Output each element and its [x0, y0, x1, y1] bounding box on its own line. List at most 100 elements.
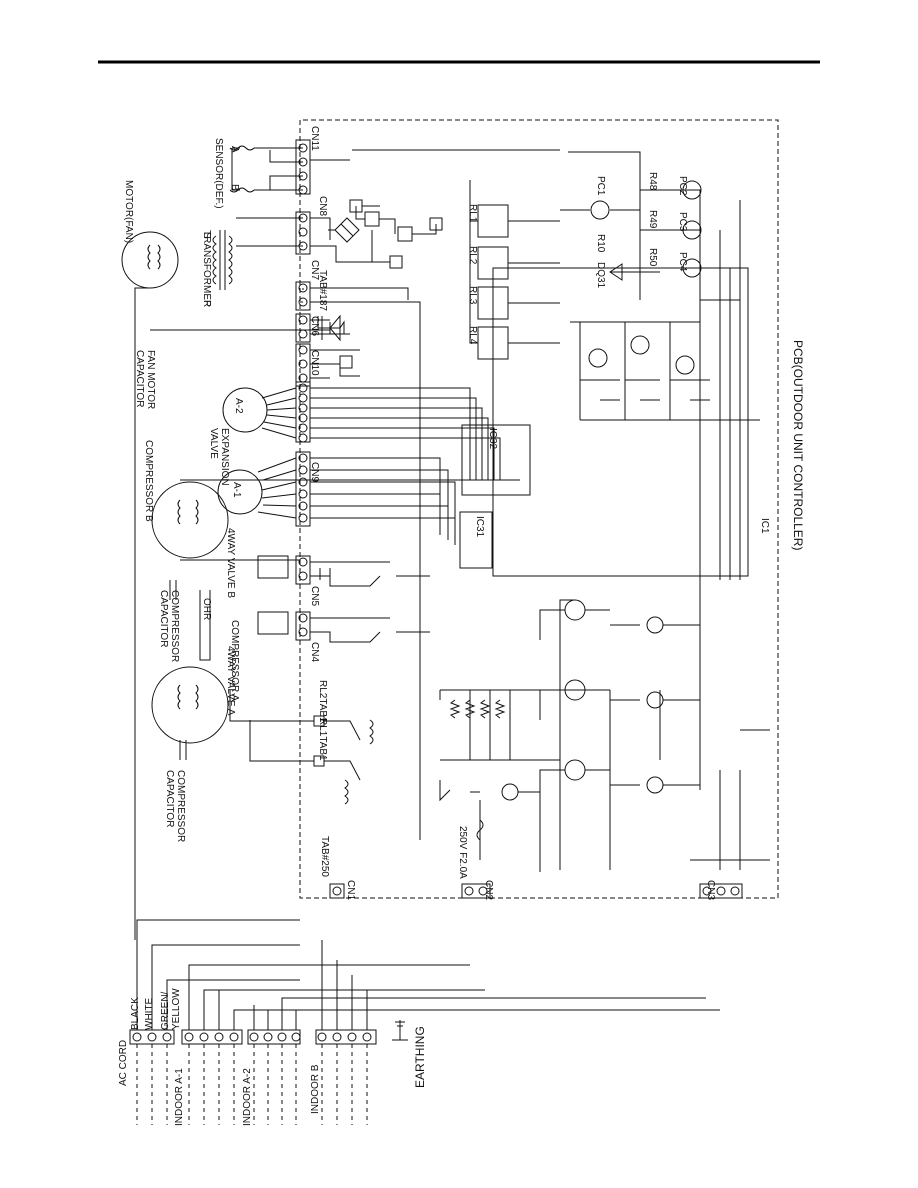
label-r10: R10 [595, 234, 606, 253]
rg1-box [364, 211, 380, 227]
a1-pin [298, 501, 308, 511]
label-compressor-b: COMPRESSOR B [143, 440, 154, 522]
cn10-block [295, 343, 311, 387]
terminal-b [315, 1029, 377, 1045]
label-ac-cord: AC CORD [118, 1040, 129, 1086]
ct2 [369, 719, 374, 745]
lower-opto-wiring [539, 599, 700, 860]
r-group [449, 699, 506, 719]
cn6-block [295, 313, 311, 343]
a2-pin [298, 393, 308, 403]
a1-pin [298, 489, 308, 499]
a2-pin [298, 413, 308, 423]
a2-wiring [310, 387, 501, 480]
cn7-pin [298, 283, 308, 293]
label-ic1: IC1 [759, 518, 770, 534]
label-tab250: TAB#250 [319, 836, 330, 877]
cn5-wiring [310, 561, 430, 587]
terminal-pin [332, 1032, 342, 1042]
a1-pin [298, 477, 308, 487]
terminal-pin [147, 1032, 157, 1042]
terminal-pin [132, 1032, 142, 1042]
label-motor-fan: MOTOR(FAN) [123, 180, 134, 243]
terminal-pin [214, 1032, 224, 1042]
valve-a2 [222, 387, 268, 433]
label-pc3-up: PC3 [677, 212, 688, 232]
a1-pin [298, 513, 308, 523]
cn2-block [461, 883, 491, 899]
terminal-pin [184, 1032, 194, 1042]
sa1 [501, 783, 519, 801]
a2-pin [298, 433, 308, 443]
terminal-pin [347, 1032, 357, 1042]
label-rl1: RL1 [467, 204, 478, 223]
cn11-wiring [254, 147, 560, 191]
main-harness [136, 919, 720, 1041]
label-expansion-valve: EXPANSIONVALVE [208, 428, 230, 486]
label-fan-motor-capacitor: FAN MOTORCAPACITOR [134, 350, 156, 409]
label-rl2: RL2 [467, 246, 478, 265]
reg-wiring [310, 205, 437, 263]
terminal-pin [249, 1032, 259, 1042]
label-cn7: CN7 [309, 260, 320, 280]
label-a1: A-1 [231, 482, 242, 498]
ze4 [319, 568, 331, 580]
ic32-box [461, 424, 531, 496]
transformer-core [212, 230, 233, 290]
compressor-a-circle [151, 666, 229, 744]
psu-network [439, 689, 770, 870]
cn3-pin [716, 886, 726, 896]
label-indoor-b: INDOOR B [310, 1064, 321, 1114]
terminal-pin [199, 1032, 209, 1042]
label-4way-a: 4WAY VALVE A [225, 646, 236, 716]
thermistor-a [229, 145, 255, 151]
cn1-pin [332, 886, 342, 896]
rl-tab-wiring [229, 690, 361, 781]
led-pc32 [646, 616, 664, 634]
compressor-b-circle [151, 481, 229, 559]
pc32-mid [630, 335, 650, 355]
cn3-pin [702, 886, 712, 896]
cn7-wiring [300, 287, 421, 840]
cn2-pin [464, 886, 474, 896]
label-pcb: PCB(OUTDOOR UNIT CONTROLLER) [791, 340, 805, 550]
cn8-wiring [236, 217, 331, 247]
led-pc31 [646, 776, 664, 794]
capacitor-a [179, 740, 187, 760]
cn1-block [329, 883, 345, 899]
label-cn5: CN5 [309, 586, 320, 606]
terminal-pin [229, 1032, 239, 1042]
cn10-pin [298, 359, 308, 369]
relay-wiring [469, 180, 560, 344]
label-r48: R48 [647, 172, 658, 191]
coil-a [257, 611, 289, 635]
cn7-pin [298, 297, 308, 307]
ze-network [439, 780, 541, 872]
label-rl2tab: RL2TAB1 [317, 680, 328, 723]
pc1-mid [339, 355, 353, 369]
led-pc33 [646, 691, 664, 709]
label-white: WHITE [144, 997, 155, 1030]
compressor-a-coils [177, 684, 199, 710]
valve-a1 [217, 469, 263, 515]
label-transformer: TRANSFORMER [201, 230, 212, 307]
label-pc4-up: PC4 [677, 252, 688, 272]
cn5-pin [298, 571, 308, 581]
coil-b [257, 555, 289, 579]
cn9-block [295, 451, 311, 527]
cn3-block [699, 883, 743, 899]
sensor-lead [231, 147, 240, 191]
terminal-pin [317, 1032, 327, 1042]
label-tab187: TAB#187 [317, 270, 328, 311]
cn8-block [295, 211, 311, 255]
label-earthing: EARTHING [413, 1026, 427, 1088]
cn10-wiring [310, 349, 360, 379]
ic31-box [459, 511, 493, 569]
pc1-upper [590, 200, 610, 220]
terminal-pin [162, 1032, 172, 1042]
rg2-box [397, 226, 413, 242]
label-a2: A-2 [233, 398, 244, 414]
ze3-zener [321, 314, 341, 342]
q-pc3 [564, 599, 586, 621]
